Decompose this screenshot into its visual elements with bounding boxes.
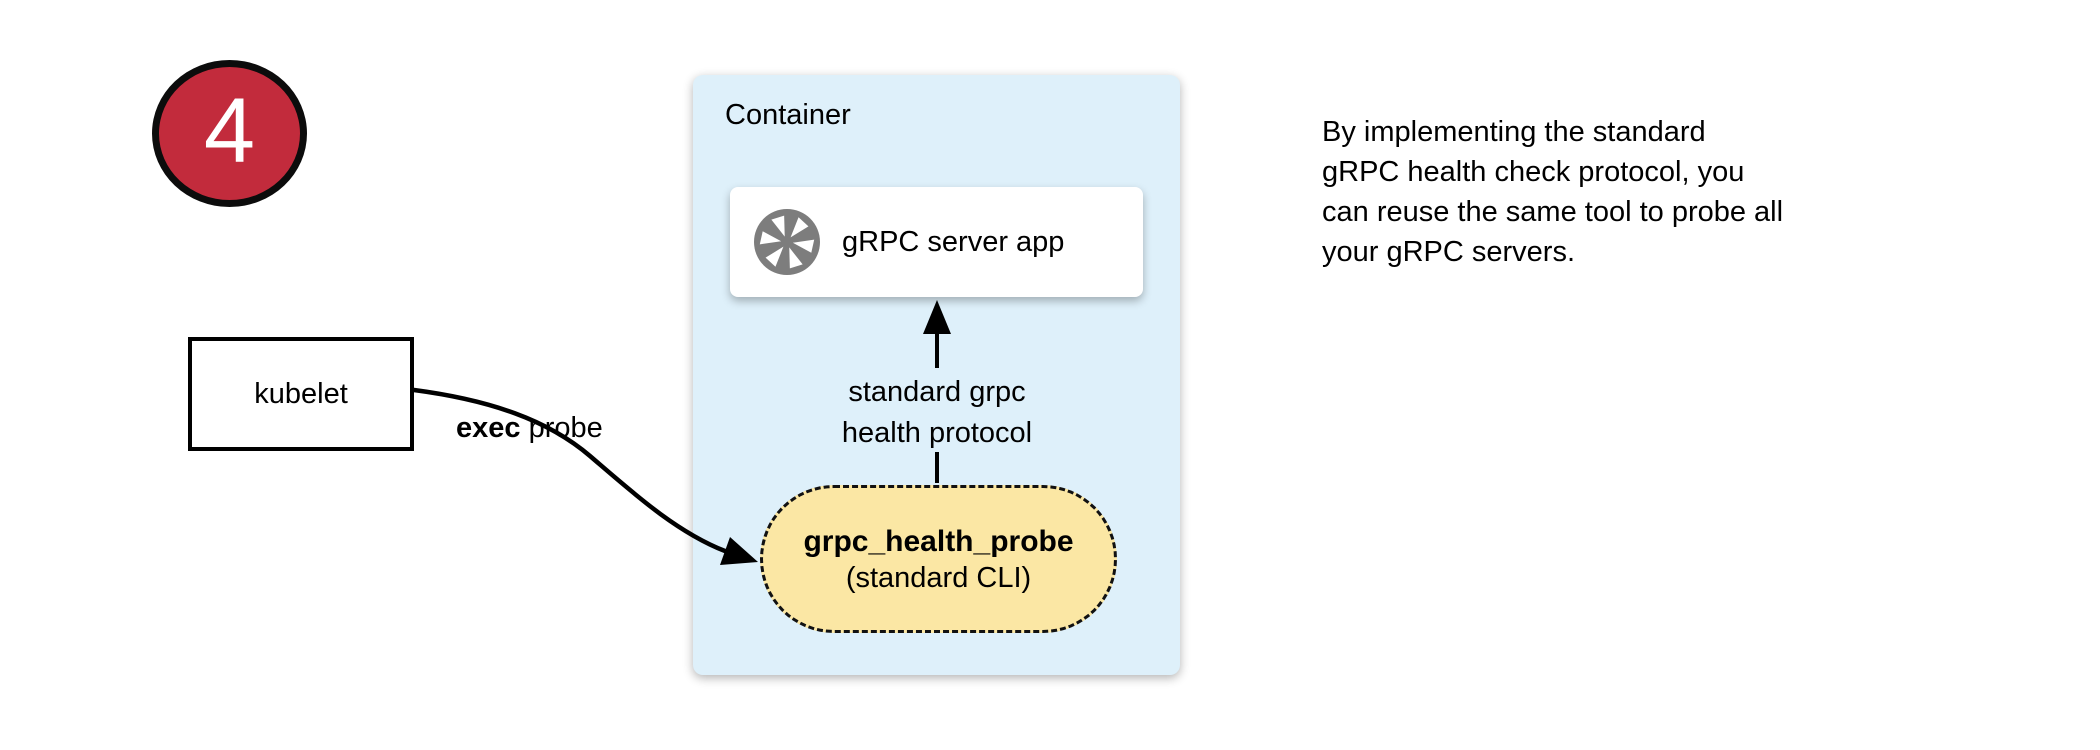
aperture-icon	[754, 209, 820, 275]
step-number: 4	[203, 79, 256, 182]
grpc-health-probe-title: grpc_health_probe	[803, 525, 1074, 558]
exec-probe-label-rest: probe	[520, 412, 603, 444]
exec-probe-label-bold: exec	[456, 412, 521, 444]
health-protocol-label: standard grpc health protocol	[841, 376, 1033, 449]
grpc-server-app-box: gRPC server app	[730, 187, 1143, 297]
kubelet-box: kubelet	[188, 337, 414, 451]
kubelet-label: kubelet	[254, 377, 348, 410]
grpc-health-probe-pill: grpc_health_probe (standard CLI)	[760, 485, 1117, 633]
grpc-server-app-label: gRPC server app	[842, 225, 1065, 258]
container-title: Container	[725, 99, 851, 131]
step-badge: 4	[152, 60, 307, 207]
grpc-health-probe-subtitle: (standard CLI)	[845, 562, 1032, 594]
annotation-text: By implementing the standard gRPC health…	[1322, 116, 1784, 268]
exec-probe-label: exec probe	[456, 412, 603, 445]
